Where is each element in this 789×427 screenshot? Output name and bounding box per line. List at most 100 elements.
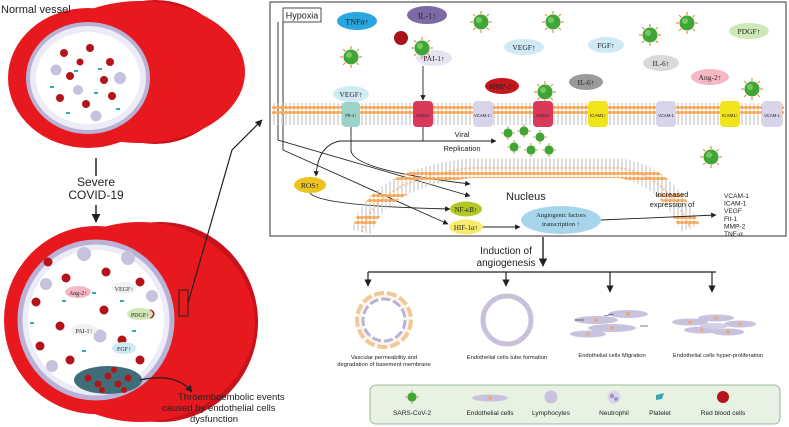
vessel-factor-fgf: FGF↑ — [112, 342, 136, 354]
factor-ang2: Ang-2↑ — [691, 69, 729, 85]
expression-item: TNF-α — [724, 231, 743, 238]
factor-il6-b: IL-6↑ — [569, 74, 603, 90]
svg-text:VCAM-1: VCAM-1 — [764, 113, 780, 118]
vessel-factor-vegf: VEGF↑ — [111, 282, 137, 294]
svg-text:Ang-2↑: Ang-2↑ — [69, 291, 87, 297]
receptor-flt1: Flt-1↑ — [342, 102, 360, 127]
svg-text:NF-κB↑: NF-κB↑ — [455, 206, 478, 214]
zoom-arrow — [187, 119, 263, 304]
svg-text:PAI-1↑: PAI-1↑ — [75, 329, 92, 335]
svg-text:PDGF↑: PDGF↑ — [738, 27, 761, 36]
svg-text:ICAM1↑: ICAM1↑ — [590, 113, 606, 118]
svg-text:MMP-2↑: MMP-2↑ — [489, 83, 515, 91]
hypoxia-label: Hypoxia — [286, 11, 319, 21]
legend-item-sars-cov-2: SARS-CoV-2 — [393, 389, 431, 417]
cell-migration-icon — [570, 310, 648, 338]
step-3-label: Endothelial cells Migration — [578, 353, 645, 359]
to-ros-arrow — [313, 140, 423, 177]
nucleus-label: Nucleus — [506, 191, 546, 203]
legend-item-endothelial: Endothelial cells — [467, 394, 515, 417]
legend-item-rbc: Red blood cells — [701, 391, 746, 417]
vessel-factor-pdgf: PDGF↑ — [127, 308, 153, 320]
severe-label-2: COVID-19 — [68, 188, 124, 202]
step-2-label: Endothelial cells tube formation — [467, 355, 548, 361]
receptor-ace2-a: ACE2↑ — [413, 101, 433, 127]
receptor-icam-a: ICAM1↑ — [588, 101, 608, 127]
svg-text:VCAM-1↑: VCAM-1↑ — [474, 113, 492, 118]
svg-text:PAI-1↑: PAI-1↑ — [423, 54, 444, 63]
svg-text:HIF-1α↑: HIF-1α↑ — [454, 224, 478, 232]
receptor-vcam-a: VCAM-1↑ — [473, 101, 493, 127]
thrombo-arrow — [139, 377, 193, 393]
rbc-top — [394, 31, 408, 45]
vessel-factor-pai1: PAI-1↑ — [71, 324, 97, 336]
svg-text:IL-6↑: IL-6↑ — [577, 78, 594, 87]
hyper-proliferation-icon — [672, 314, 756, 336]
svg-text:VEGF↑: VEGF↑ — [339, 90, 362, 99]
svg-text:transcription ↑: transcription ↑ — [542, 221, 580, 228]
svg-text:Flt-1↑: Flt-1↑ — [345, 113, 356, 118]
endothelial-cell-icon — [472, 394, 508, 402]
expression-item: VEGF — [724, 208, 742, 215]
factor-mmp2: MMP-2↑ — [485, 78, 519, 94]
tube-formation-icon — [480, 293, 534, 347]
svg-text:Lymphocytes: Lymphocytes — [532, 410, 571, 417]
expression-item: MMP-2 — [724, 223, 746, 230]
to-expression-arrow — [600, 212, 717, 221]
svg-text:VCAM-1: VCAM-1 — [658, 113, 674, 118]
legend-item-lymphocytes: Lymphocytes — [532, 390, 571, 417]
svg-text:VEGF↑: VEGF↑ — [115, 287, 134, 293]
factor-fgf: FGF↑ — [588, 37, 624, 53]
vessel-factor-ang2: Ang-2↑ — [65, 286, 91, 298]
svg-text:Platelet: Platelet — [649, 410, 671, 417]
severe-label-1: Severe — [77, 175, 115, 189]
svg-text:ACE2↑: ACE2↑ — [536, 113, 550, 118]
svg-text:Ang-2↑: Ang-2↑ — [699, 73, 722, 82]
nfkb-node: NF-κB↑ — [450, 201, 482, 217]
hif-node: HIF-1α↑ — [449, 219, 483, 235]
svg-text:Endothelial cells: Endothelial cells — [467, 410, 515, 417]
ros-node: ROS↑ — [294, 177, 326, 193]
step-1-label-2: degradation of basement membrane — [337, 362, 430, 368]
factor-il1: IL-1↑ — [407, 6, 447, 24]
svg-text:Neutrophil: Neutrophil — [599, 410, 629, 417]
svg-text:FGF↑: FGF↑ — [117, 347, 131, 353]
legend-item-platelet: Platelet — [649, 393, 671, 417]
svg-text:VEGF↑: VEGF↑ — [512, 43, 535, 52]
svg-text:FGF↑: FGF↑ — [597, 41, 615, 50]
factor-vegf-left: VEGF↑ — [333, 86, 369, 102]
ros-to-nfkb-arrow — [309, 192, 451, 212]
step-4-label: Endothelial cells hyper-proliferation — [673, 353, 763, 359]
svg-text:ICAM1↑: ICAM1↑ — [722, 113, 738, 118]
svg-text:IL-6↑: IL-6↑ — [652, 59, 669, 68]
factor-pdgf: PDGF↑ — [729, 23, 769, 39]
step-1-label-1: Vascular permeability and — [351, 355, 417, 361]
receptor-ace2-b: ACE2↑ — [533, 101, 553, 127]
thrombo-label-3: dysfunction — [190, 414, 238, 425]
receptor-vcam-b: VCAM-1 — [656, 101, 676, 127]
neutrophil-icon — [607, 390, 621, 404]
lymphocyte-icon — [544, 390, 558, 404]
svg-text:ACE2↑: ACE2↑ — [416, 113, 430, 118]
legend-box — [369, 384, 781, 425]
expression-item: Flt-1 — [724, 216, 738, 223]
viral-label-2: Replication — [443, 144, 480, 153]
angiogenic-transcription-node: Angiogenic factors transcription ↑ — [521, 206, 601, 234]
viral-label-1: Viral — [455, 130, 470, 139]
thrombo-label-1: Throemboembolic events — [178, 392, 285, 403]
svg-text:IL-1↑: IL-1↑ — [418, 12, 436, 21]
factor-vegf-top: VEGF↑ — [504, 39, 544, 55]
thrombo-label-2: caused by endothelial cells — [162, 403, 276, 414]
svg-text:SARS-CoV-2: SARS-CoV-2 — [393, 410, 431, 417]
angiogenesis-title-2: angiogenesis — [477, 258, 536, 269]
platelet-icon — [656, 393, 664, 400]
factor-tnf: TNFα↑ — [337, 12, 377, 30]
svg-text:TNFα↑: TNFα↑ — [345, 18, 368, 27]
angiogenesis-title-1: Induction of — [480, 246, 532, 257]
receptor-icam-b: ICAM1↑ — [720, 101, 740, 127]
svg-text:Angiogenic factors: Angiogenic factors — [536, 212, 586, 219]
red-blood-cell-icon — [717, 391, 729, 403]
expression-item: ICAM-1 — [724, 201, 747, 208]
